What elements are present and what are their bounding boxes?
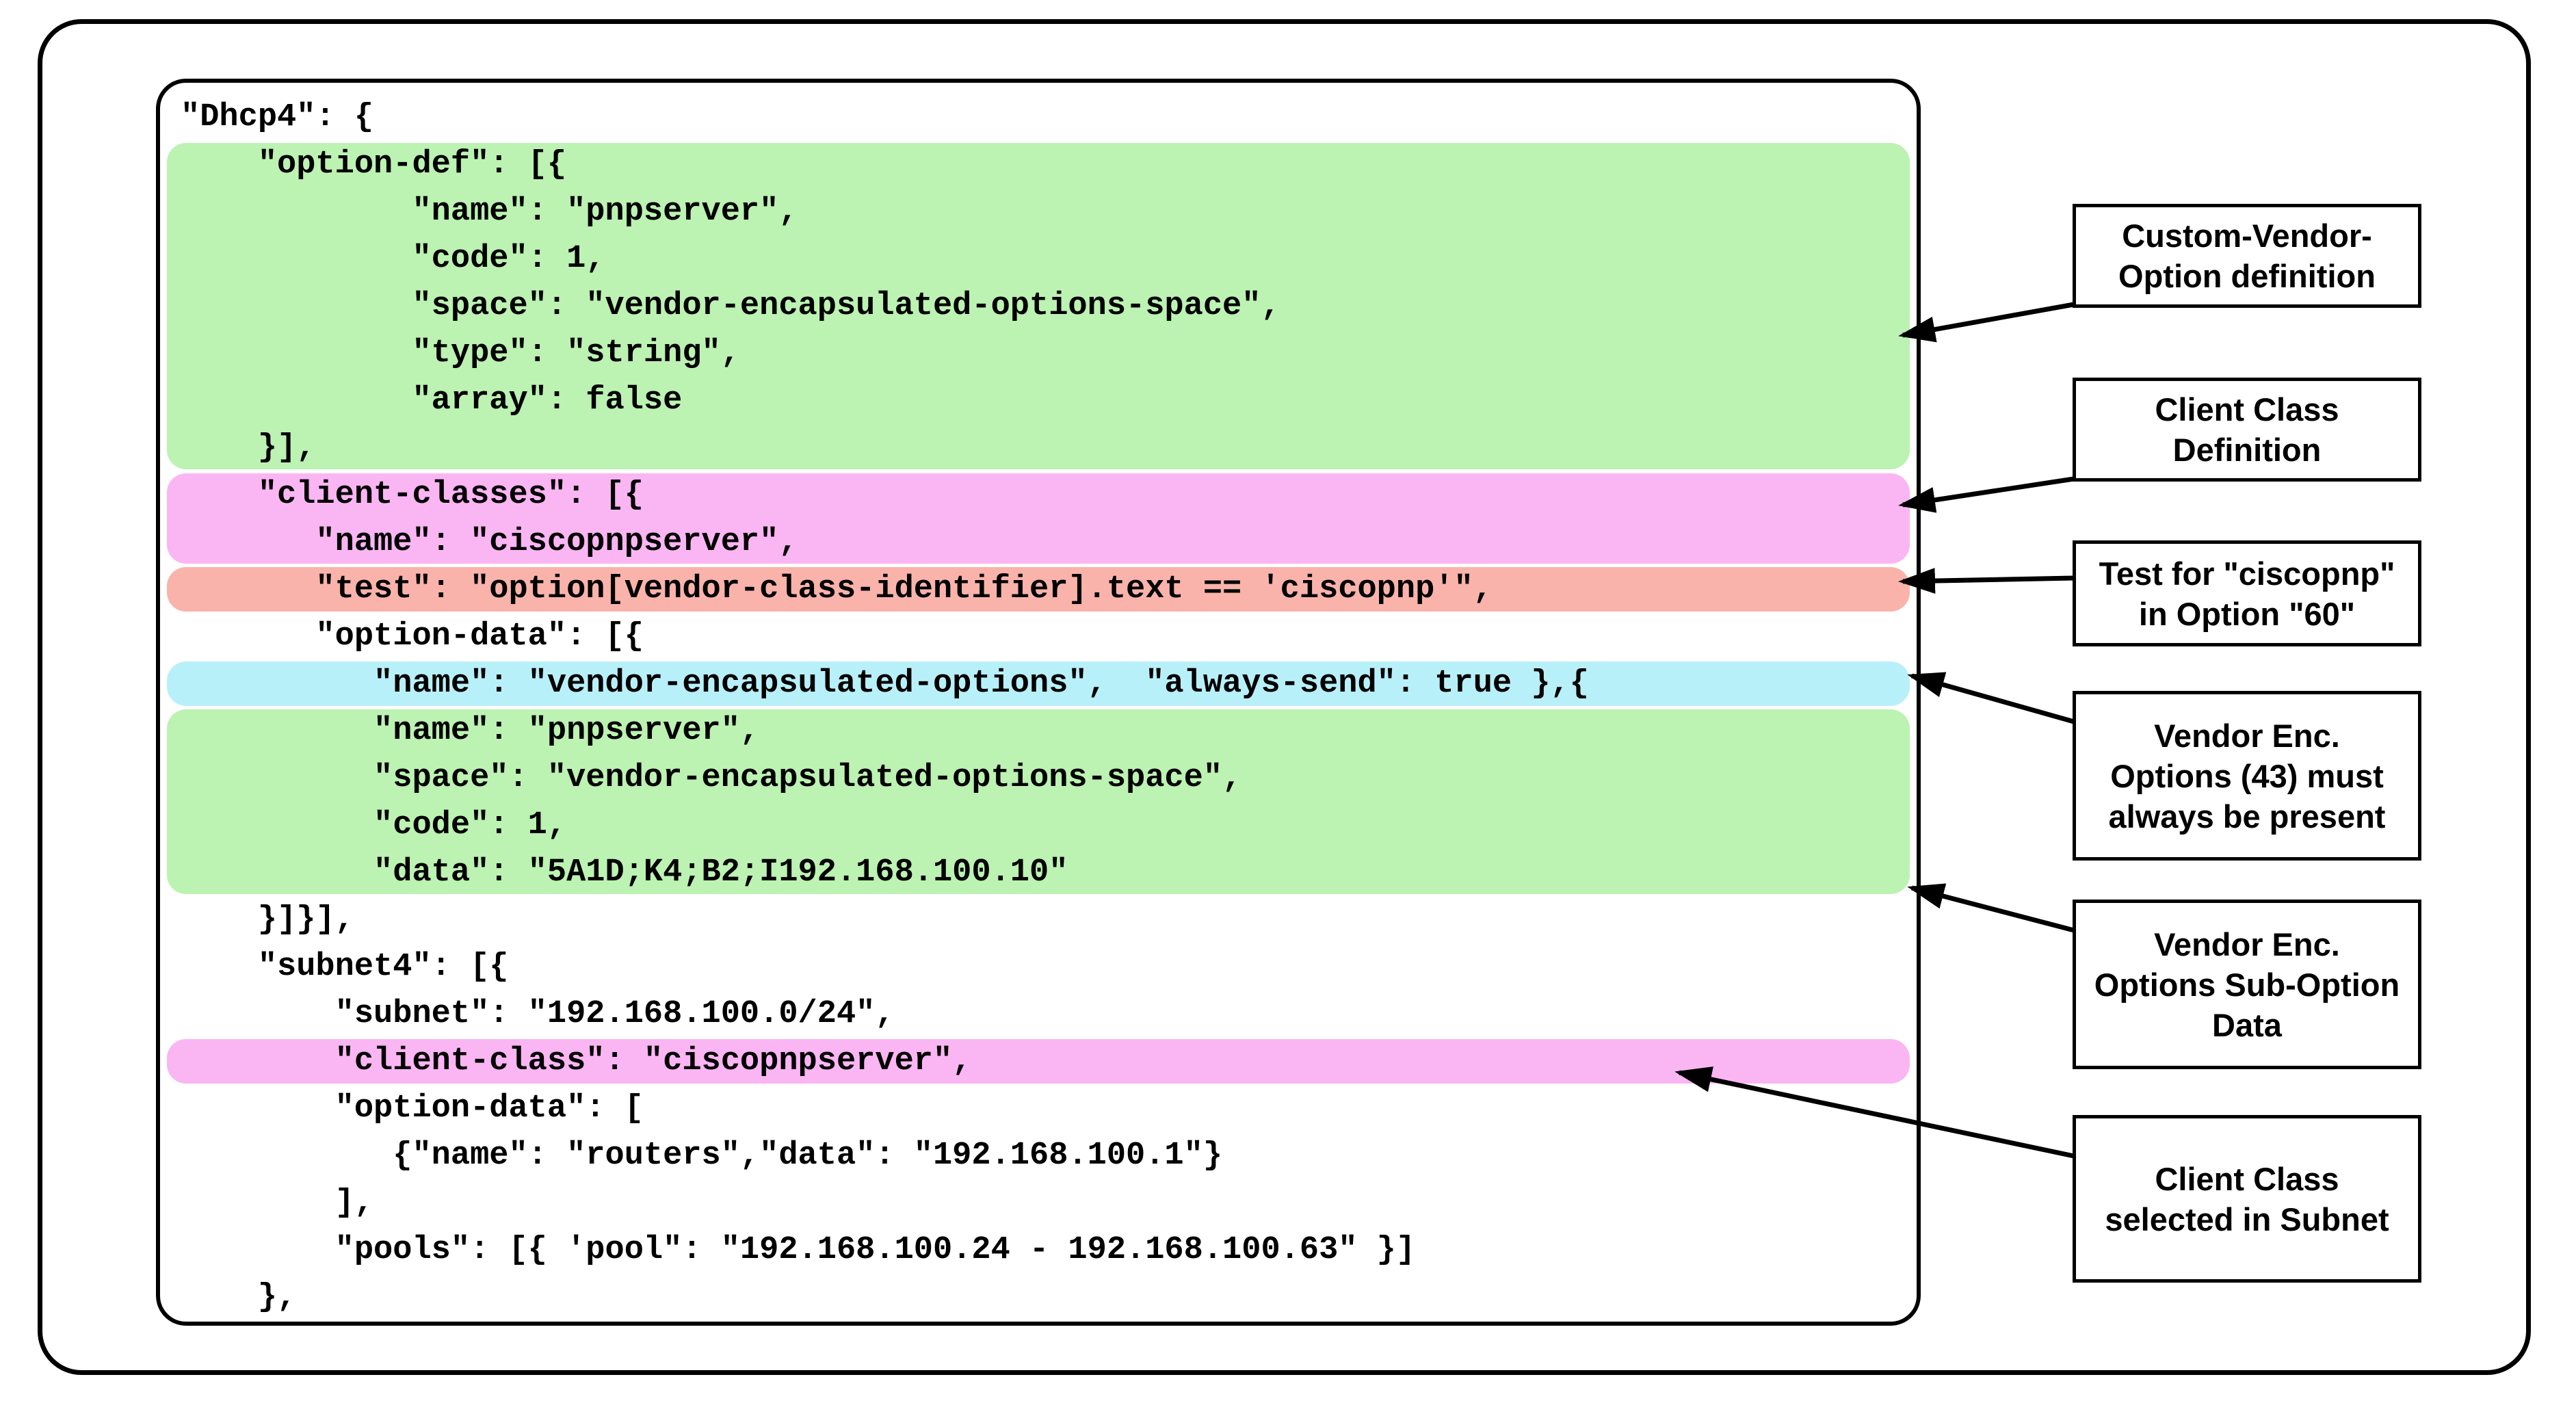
code-line: "client-class": "ciscopnpserver", (167, 1038, 1910, 1085)
code-line: "type": "string", (167, 330, 1910, 377)
code-line: "code": 1, (167, 802, 1910, 849)
callout-line: always be present (2108, 798, 2386, 835)
code-line: "client-classes": [{ (167, 471, 1910, 519)
callout-line: Vendor Enc. (2154, 717, 2340, 754)
callout-line: Client Class (2155, 391, 2339, 428)
code-line: "option-data": [ (181, 1090, 644, 1127)
callout-label: Test for "ciscopnp"in Option "60" (2099, 553, 2395, 634)
code-line: "subnet4": [{ (181, 949, 509, 985)
code-line: "space": "vendor-encapsulated-options-sp… (167, 755, 1910, 802)
code-line: "Dhcp4": { (181, 99, 374, 135)
code-line: "code": 1, (167, 235, 1910, 283)
callout-line: Custom-Vendor- (2122, 218, 2372, 254)
callout-client-class-selected-in-subnet: Client Class selected in Subnet (2073, 1115, 2421, 1283)
code-line: }, (181, 1279, 297, 1315)
code-line: "name": "pnpserver", (167, 188, 1910, 235)
code-line: "array": false (167, 377, 1910, 424)
dhcp4-config-code-panel: "Dhcp4": { "option-def": [{ "name": "pnp… (156, 79, 1921, 1326)
callout-label: Custom-Vendor- Option definition (2118, 215, 2376, 296)
code-lines: "Dhcp4": { "option-def": [{ "name": "pnp… (167, 94, 1910, 1321)
callout-line: Vendor Enc. (2154, 926, 2340, 962)
callout-line: Test for "ciscopnp" (2099, 555, 2395, 592)
code-line: "option-def": [{ (167, 141, 1910, 188)
code-line: "pools": [{ 'pool": "192.168.100.24 - 19… (181, 1232, 1416, 1268)
callout-line: Option definition (2118, 258, 2376, 294)
code-line: }], (167, 424, 1910, 471)
callout-line: in Option "60" (2138, 595, 2356, 632)
code-line: "test": "option[vendor-class-identifier]… (167, 566, 1910, 613)
code-line: "name": "ciscopnpserver", (167, 519, 1910, 566)
code-line: "data": "5A1D;K4;B2;I192.168.100.10" (167, 849, 1910, 896)
callout-line: Options Sub-Option (2094, 966, 2400, 1003)
code-line: {"name": "routers","data": "192.168.100.… (181, 1138, 1223, 1174)
callout-line: selected in Subnet (2105, 1201, 2389, 1237)
callout-custom-vendor-option-definition: Custom-Vendor- Option definition (2073, 204, 2421, 308)
code-line: ], (181, 1185, 374, 1221)
callout-test-for-ciscopnp-in-option-60: Test for "ciscopnp"in Option "60" (2073, 540, 2421, 646)
callout-line: Client Class (2155, 1160, 2339, 1197)
code-line: "space": "vendor-encapsulated-options-sp… (167, 283, 1910, 330)
callout-line: Data (2212, 1006, 2282, 1043)
code-line: "name": "vendor-encapsulated-options", "… (167, 660, 1910, 707)
code-line: }]}], (181, 902, 354, 938)
callout-line: Options (43) must (2110, 757, 2384, 794)
code-line: "subnet": "192.168.100.0/24", (181, 996, 895, 1032)
code-line: "name": "pnpserver", (167, 707, 1910, 755)
callout-line: Definition (2172, 432, 2322, 468)
callout-label: Vendor Enc.Options (43) must always be pr… (2109, 716, 2386, 837)
code-line: "option-data": [{ (181, 618, 644, 655)
callout-label: Client Class selected in Subnet (2105, 1159, 2389, 1240)
callout-vendor-enc-options-43-must-always-be-present: Vendor Enc.Options (43) must always be pr… (2073, 691, 2421, 861)
